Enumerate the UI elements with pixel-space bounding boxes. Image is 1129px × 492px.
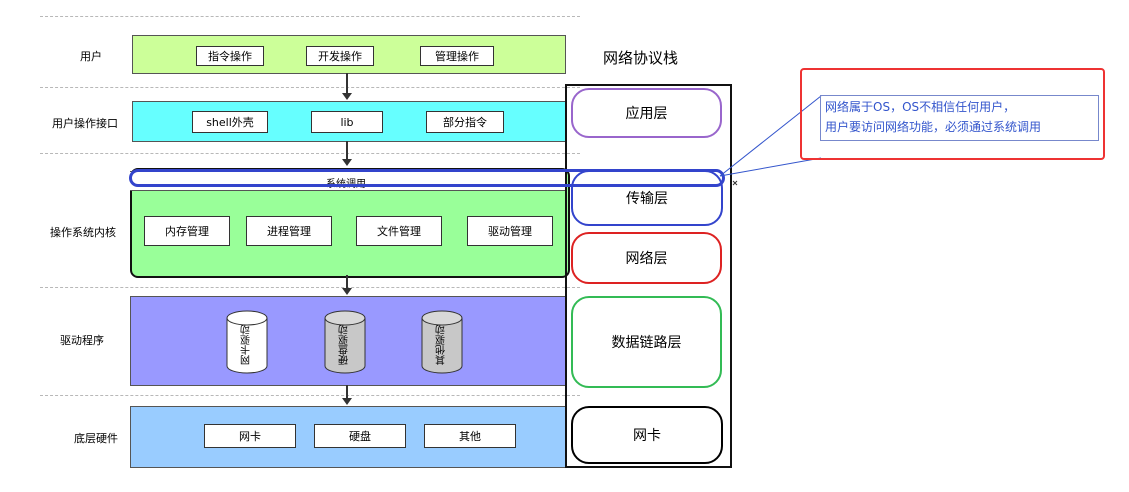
row-label-driver: 驱动程序: [60, 334, 104, 347]
separator-line: [40, 287, 580, 288]
user-item: 开发操作: [306, 46, 374, 66]
api-item: 部分指令: [426, 111, 504, 133]
driver-label: 硬盘驱动: [339, 325, 351, 365]
separator-line: [40, 16, 580, 17]
driver-cylinder: 硬盘驱动: [324, 310, 366, 374]
row-label-hardware: 底层硬件: [74, 432, 118, 445]
proto-layer-datalink: 数据链路层: [571, 296, 722, 388]
driver-cylinder: 其他驱动: [421, 310, 463, 374]
row-label-user: 用户: [80, 50, 102, 63]
kernel-item: 进程管理: [246, 216, 332, 246]
driver-cylinder: 网卡驱动: [226, 310, 268, 374]
protocol-stack-frame: [565, 84, 732, 468]
separator-line: [40, 395, 580, 396]
api-item: shell外壳: [192, 111, 268, 133]
note-red-border: [800, 68, 1105, 160]
syscall-highlight: [129, 169, 725, 187]
driver-label: 网卡驱动: [241, 325, 253, 365]
protocol-stack-title: 网络协议栈: [603, 49, 679, 67]
note-line-2: 用户要访问网络功能，必须通过系统调用: [825, 120, 1042, 134]
separator-line: [40, 153, 580, 154]
proto-layer-nic: 网卡: [571, 406, 723, 464]
row-label-kernel: 操作系统内核: [50, 226, 116, 239]
down-arrow: [342, 385, 352, 405]
driver-label: 其他驱动: [436, 325, 448, 365]
row-label-api: 用户操作接口: [52, 117, 118, 130]
kernel-item: 驱动管理: [467, 216, 553, 246]
user-item: 指令操作: [196, 46, 264, 66]
hardware-item: 网卡: [204, 424, 296, 448]
note-box: 网络属于OS，OS不相信任何用户， 用户要访问网络功能，必须通过系统调用: [820, 95, 1099, 141]
hardware-item: 其他: [424, 424, 516, 448]
kernel-item: 文件管理: [356, 216, 442, 246]
proto-layer-application: 应用层: [571, 88, 722, 138]
down-arrow: [342, 141, 352, 166]
hardware-item: 硬盘: [314, 424, 406, 448]
down-arrow: [342, 73, 352, 100]
api-item: lib: [311, 111, 383, 133]
down-arrow: [342, 275, 352, 295]
kernel-item: 内存管理: [144, 216, 230, 246]
note-line-1: 网络属于OS，OS不相信任何用户，: [825, 100, 1016, 114]
proto-layer-network: 网络层: [571, 232, 722, 284]
user-item: 管理操作: [420, 46, 494, 66]
separator-line: [40, 87, 580, 88]
